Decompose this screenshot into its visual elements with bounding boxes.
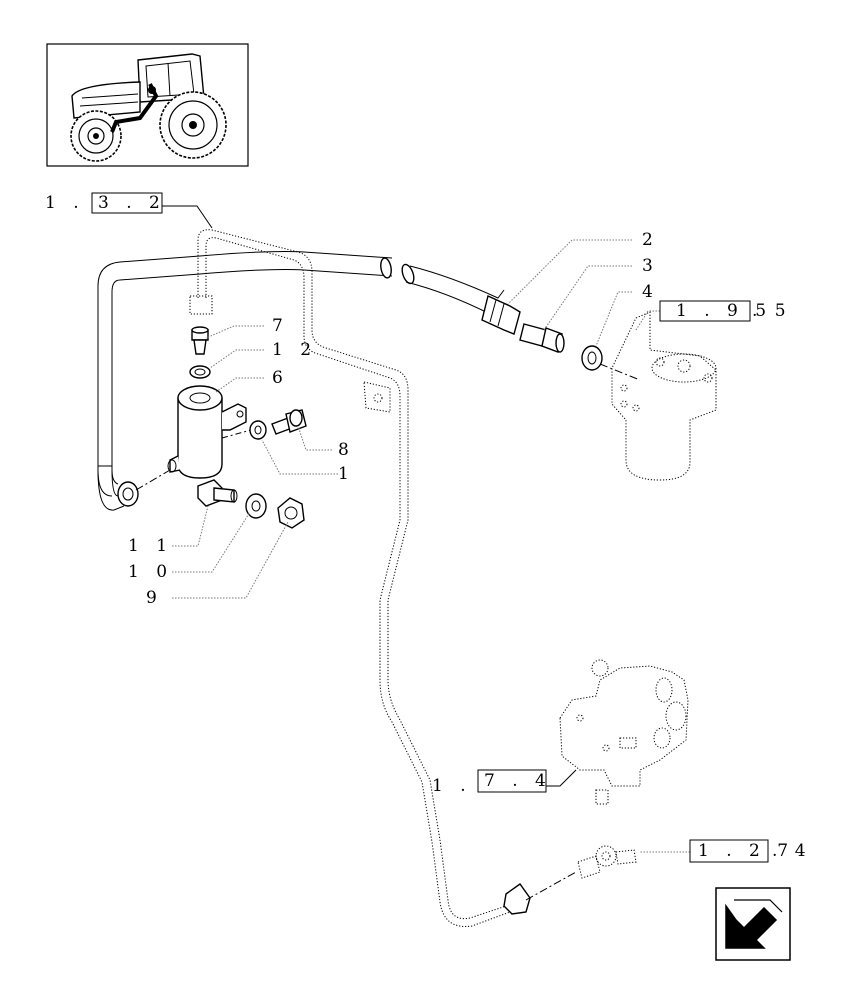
phantom-pipe [189, 229, 511, 927]
filter-housing [167, 385, 259, 479]
ref-bottom-box: 1 . 2 7 [698, 841, 794, 861]
part-12-washer [189, 365, 211, 379]
label-part-8: 8 [338, 440, 355, 460]
part-10-washer [245, 493, 267, 519]
reference-top: 1 . 3 3 . 2 [45, 192, 213, 229]
leader-lines [172, 239, 690, 853]
ref-right-box: 1 . 9 5 [676, 301, 772, 321]
label-part-7: 7 [272, 316, 289, 336]
ref-right-suffix: . 5 [752, 301, 792, 321]
part-labels: 2 3 4 1 . 9 5 . 5 7 1 2 6 8 1 1 1 1 0 9 … [128, 230, 812, 863]
part-11-bolt [197, 479, 238, 507]
label-part-4: 4 [642, 282, 659, 302]
label-part-11: 1 1 [128, 536, 173, 556]
ref-bottom-suffix: . 4 [772, 841, 812, 861]
label-part-12: 1 2 [272, 340, 317, 360]
part-1-washer [249, 420, 267, 440]
ref-top-prefix: 1 . 3 [45, 193, 113, 213]
part-4-washer [581, 345, 603, 371]
part-2-hose [401, 263, 521, 335]
part-3-fitting [519, 323, 565, 353]
control-valve [559, 659, 689, 805]
tractor-thumbnail [46, 43, 249, 167]
part-7-fitting [191, 326, 209, 355]
part-8-sensor [271, 409, 307, 435]
label-part-1: 1 [338, 464, 355, 484]
next-page-arrow-icon[interactable] [715, 887, 791, 961]
label-part-9: 9 [146, 588, 163, 608]
steering-unit [599, 311, 717, 481]
label-part-2: 2 [642, 230, 659, 250]
label-part-10: 1 0 [128, 562, 173, 582]
banjo-fitting [503, 845, 637, 915]
ref-mid-box: 7 . 4 [484, 771, 552, 791]
label-part-6: 6 [272, 368, 289, 388]
part-9-nut [277, 497, 305, 529]
ref-top-box: 3 . 2 [98, 193, 166, 213]
return-pipe [97, 251, 393, 511]
label-part-3: 3 [642, 256, 659, 276]
